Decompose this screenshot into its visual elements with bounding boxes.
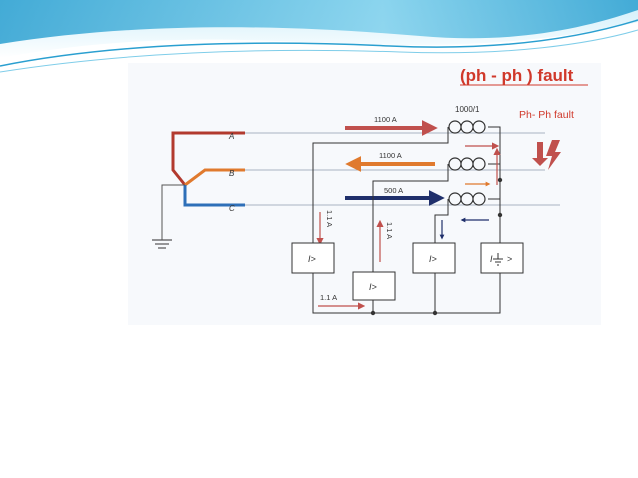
slide-title: (ph - ph ) fault <box>460 66 574 85</box>
fault-label: Ph- Ph fault <box>519 109 574 121</box>
phase-b-winding <box>184 168 245 187</box>
fault-indicator <box>532 140 561 170</box>
phase-a-winding <box>171 131 245 186</box>
secondary-current-label: 1.1 A <box>325 210 334 227</box>
svg-text:I: I <box>490 254 493 264</box>
header-wave <box>0 0 638 73</box>
phase-label-b: B <box>229 169 235 178</box>
svg-text:I>: I> <box>369 282 377 292</box>
phase-c-winding <box>183 185 245 207</box>
fault-arrow-icon <box>532 142 548 166</box>
svg-text:>: > <box>507 254 512 264</box>
secondary-current-label: 1.1 A <box>320 293 337 302</box>
junction-dot <box>497 212 503 218</box>
overcurrent-relay-2: I> <box>352 271 396 301</box>
svg-text:I>: I> <box>308 254 316 264</box>
ct-coil-a <box>448 120 486 134</box>
junction-dot <box>370 310 376 316</box>
phase-label-a: A <box>228 132 234 141</box>
current-label-a: 1100 A <box>374 115 397 124</box>
junction-dot <box>497 177 503 183</box>
junction-dot <box>432 310 438 316</box>
ct-coil-c <box>448 192 486 206</box>
secondary-wiring <box>312 126 501 314</box>
neutral-wire <box>161 184 185 240</box>
overcurrent-relay-3: I> <box>412 242 456 274</box>
svg-text:I>: I> <box>429 254 437 264</box>
source-star <box>152 131 245 249</box>
secondary-current-label: 1.1 A <box>385 222 394 239</box>
earth-fault-relay: I > <box>480 242 524 274</box>
ct-ratio-label: 1000/1 <box>455 105 480 114</box>
overcurrent-relay-1: I> <box>291 242 335 274</box>
phase-label-c: C <box>229 204 235 213</box>
ground-icon <box>493 253 503 266</box>
ground-icon <box>152 239 172 249</box>
current-label-c: 500 A <box>384 186 403 195</box>
current-label-b: 1100 A <box>379 151 402 160</box>
ct-coil-b <box>448 157 486 171</box>
lightning-bolt-icon <box>546 140 561 170</box>
